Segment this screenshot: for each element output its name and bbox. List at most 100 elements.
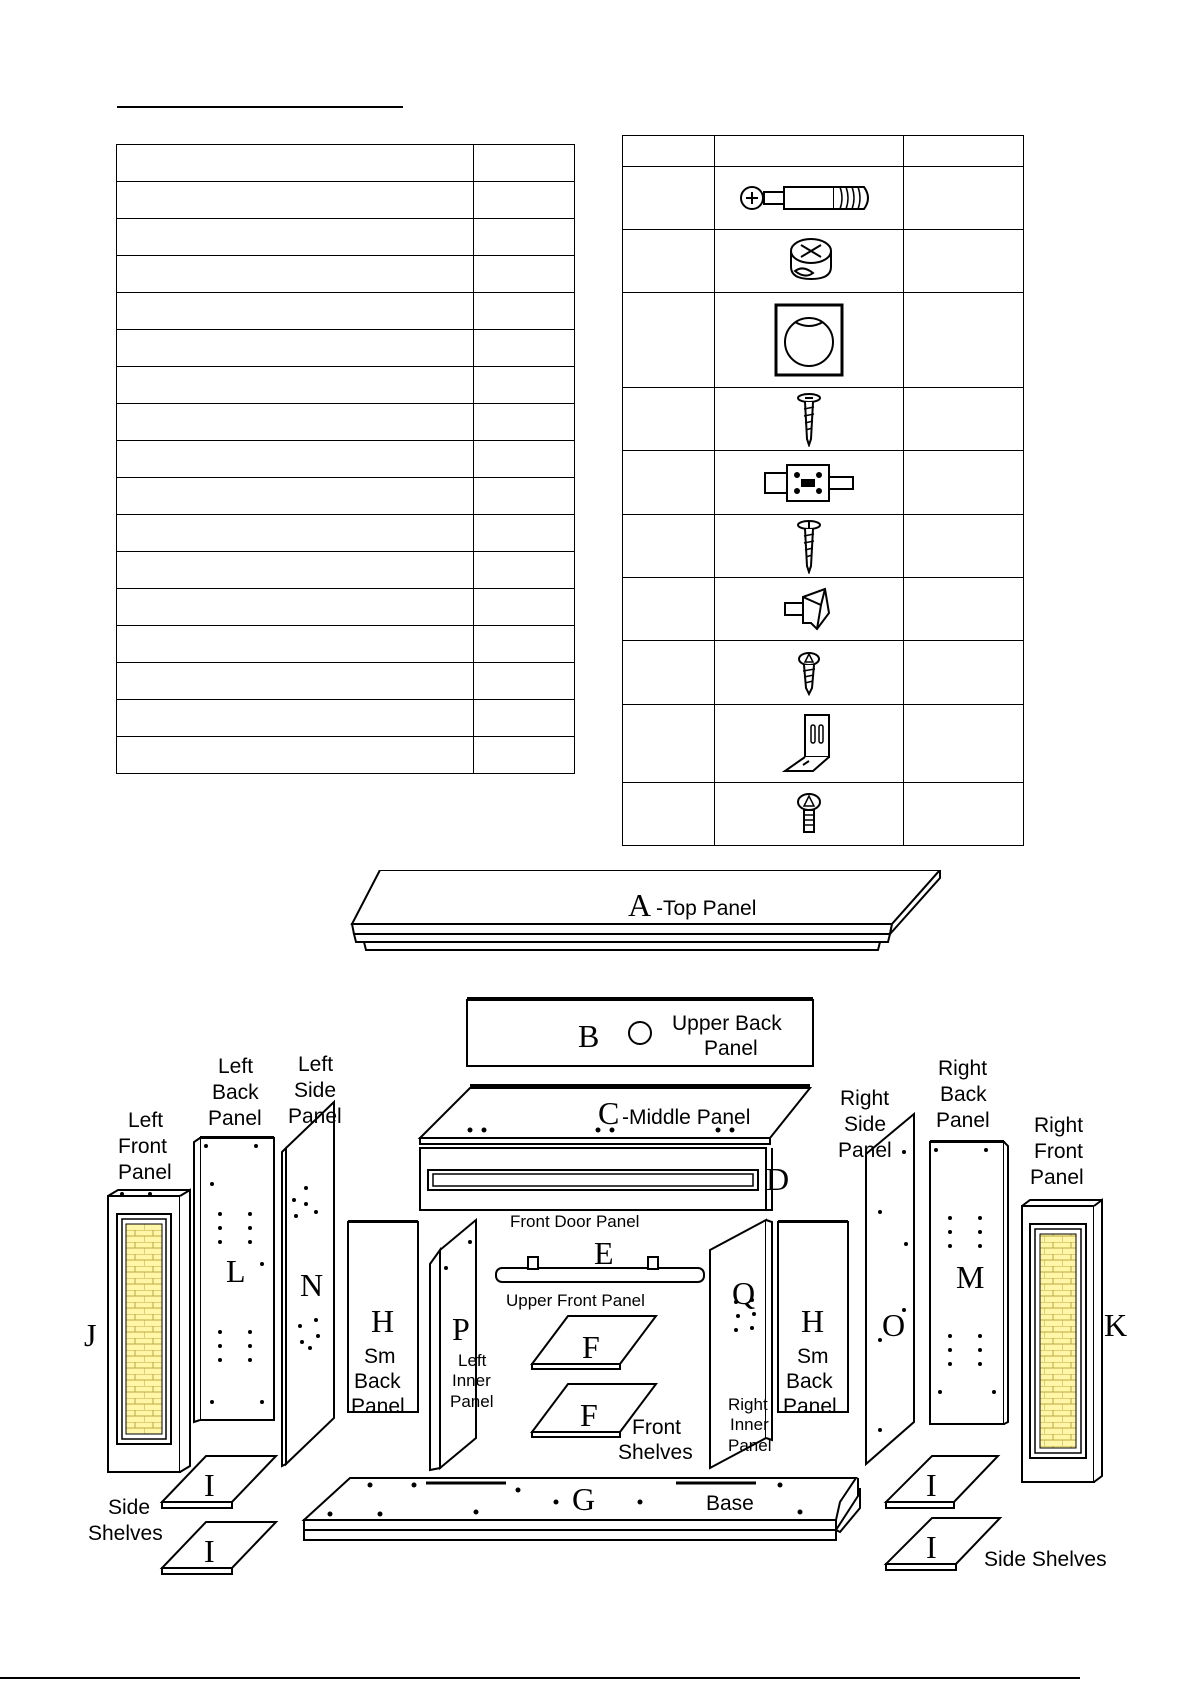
parts-row [116,514,575,552]
part-name-cell [116,551,474,589]
label-o-letter: O [882,1307,905,1343]
label-i-letter-right-upper: I [926,1467,937,1503]
cam-bolt-icon [740,186,869,210]
right-front-panel-k: K Right Front Panel [1021,1114,1127,1483]
wood-screw-icon [797,393,821,447]
part-name-cell [116,144,474,182]
part-qty-cell [473,255,575,293]
parts-row [116,144,575,182]
front-shelf-f-upper: F [530,1315,658,1370]
parts-row [116,440,575,478]
label-inner-right: Inner [730,1415,769,1434]
part-name-cell [116,477,474,515]
part-name-cell [116,403,474,441]
label-front-shelves: Shelves [618,1441,693,1464]
footer-rule [0,1677,1080,1679]
side-shelf-i-left-lower: I Side Shelves [88,1496,279,1575]
label-b-letter: B [578,1018,599,1054]
label-right-side: Right [840,1087,889,1110]
part-qty-cell [473,329,575,367]
parts-row [116,699,575,737]
hardware-row [622,229,1024,293]
label-panel-right: Panel [783,1395,837,1418]
parts-exploded-diagram: A -Top Panel B Upper Back Panel C -Middl… [84,870,1127,1575]
small-back-panel-h-left: H Sm Back Panel [347,1220,419,1418]
label-front-right-front: Front [1034,1140,1083,1163]
label-side-shelves-left: Shelves [88,1522,163,1545]
label-sm-left: Sm [364,1345,396,1368]
label-f-letter-upper: F [582,1329,600,1365]
side-shelf-i-left-upper: I [159,1455,279,1509]
front-shelf-f-lower: F Front Shelves [530,1383,693,1464]
label-f-letter-lower: F [580,1397,598,1433]
label-back-right: Back [786,1370,833,1393]
part-qty-cell [473,551,575,589]
machine-screw-icon [797,793,821,833]
label-panel-left: Panel [351,1395,405,1418]
shelf-support-icon [784,587,831,631]
label-inner-left: Inner [452,1371,491,1390]
label-panel-side-left: Panel [288,1105,342,1128]
small-back-panel-h-right: H Sm Back Panel [777,1220,849,1418]
label-h-letter-left: H [371,1303,394,1339]
label-right-front: Right [1034,1114,1083,1137]
hardware-row [622,450,1024,515]
parts-row [116,477,575,515]
label-n-letter: N [300,1267,323,1303]
label-right-back: Right [938,1057,987,1080]
part-name-cell [116,329,474,367]
top-panel-a: A -Top Panel [350,870,942,951]
front-door-panel-d: D Front Door Panel [419,1147,789,1231]
right-back-panel-m: M Right Back Panel [929,1057,1009,1425]
label-m-letter: M [956,1259,984,1295]
part-qty-cell [473,514,575,552]
label-l-letter: L [226,1253,246,1289]
label-e-letter: E [594,1235,614,1271]
part-qty-cell [473,403,575,441]
part-name-cell [116,699,474,737]
label-left-front: Left [128,1109,163,1132]
side-shelf-i-right-lower: I Side Shelves [883,1517,1107,1571]
parts-row [116,255,575,293]
label-panel-left-back: Panel [208,1107,262,1130]
hardware-row [622,640,1024,705]
label-front: Front [632,1416,681,1439]
part-name-cell [116,736,474,774]
part-name-cell [116,255,474,293]
part-qty-cell [473,662,575,700]
label-panel-inner-right: Panel [728,1436,771,1455]
hardware-row [622,577,1024,641]
hardware-row [622,704,1024,783]
parts-row [116,625,575,663]
label-side: Side [108,1496,150,1519]
part-qty-cell [473,218,575,256]
label-side-left: Side [294,1079,336,1102]
side-shelf-i-right-upper: I [883,1455,1001,1509]
label-upper-back-panel: Panel [704,1037,758,1060]
label-top-panel: -Top Panel [656,897,756,920]
door-latch-icon [764,463,854,502]
label-side-shelves-right: Side Shelves [984,1548,1107,1571]
label-c-letter: C [598,1095,619,1131]
label-middle-panel: -Middle Panel [622,1106,750,1129]
part-qty-cell [473,292,575,330]
label-back-left: Back [354,1370,401,1393]
parts-row [116,181,575,219]
label-d-letter: D [766,1161,789,1197]
label-left-side: Left [298,1053,333,1076]
parts-list-table [116,144,575,774]
part-name-cell [116,514,474,552]
wood-screw-icon [797,520,821,574]
part-qty-cell [473,625,575,663]
label-base: Base [706,1492,754,1515]
label-side-right: Side [844,1113,886,1136]
part-name-cell [116,625,474,663]
label-q-letter: Q [732,1275,755,1311]
label-left-inner: Left [458,1351,487,1370]
parts-row [116,403,575,441]
part-qty-cell [473,366,575,404]
hardware-row [622,166,1024,230]
part-name-cell [116,181,474,219]
label-back-right-back: Back [940,1083,987,1106]
part-qty-cell [473,477,575,515]
